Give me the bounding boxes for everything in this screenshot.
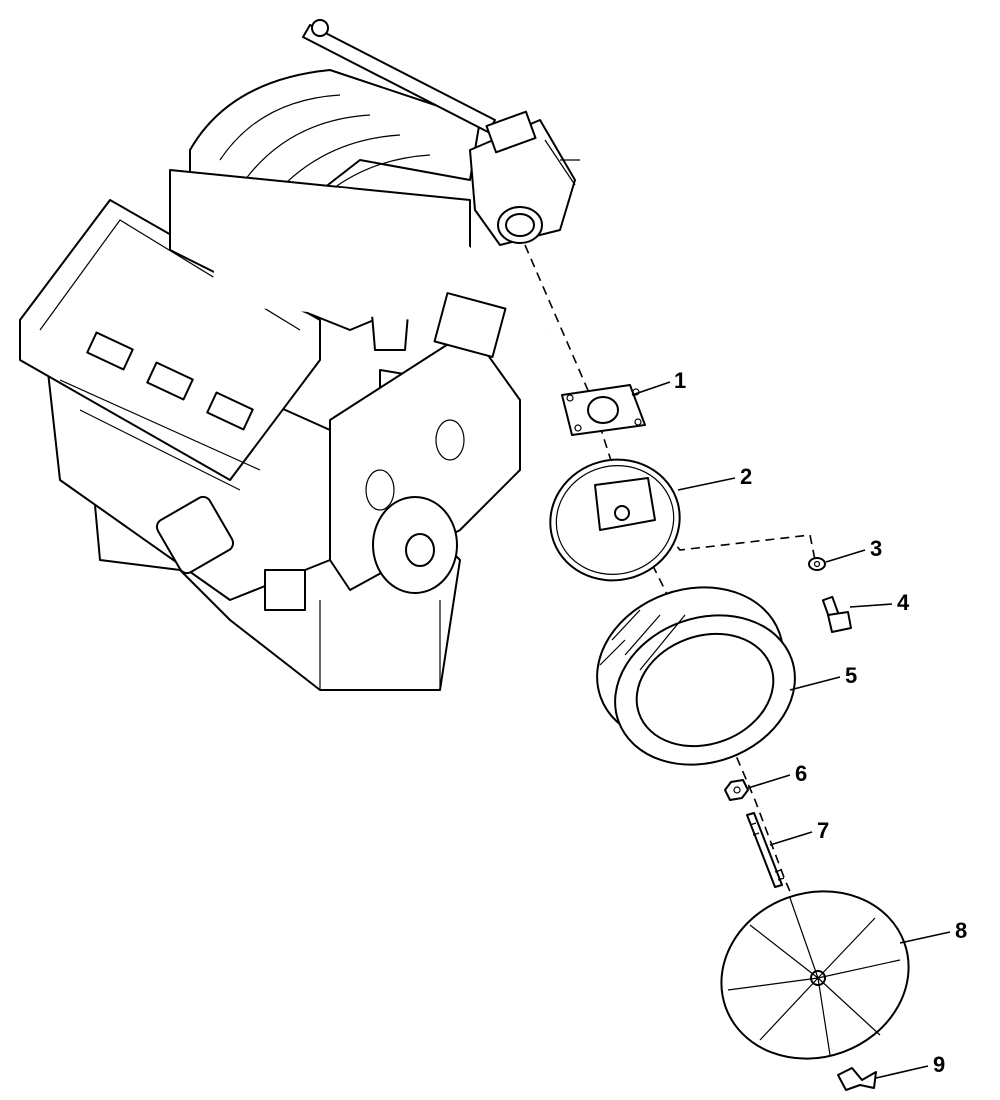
nut-part — [808, 557, 826, 571]
stud-nut — [724, 779, 749, 801]
callout-1: 1 — [674, 368, 686, 393]
air-filter-element — [596, 586, 796, 766]
engine-assembly — [19, 19, 552, 691]
leader-lines — [631, 381, 951, 1079]
callout-3: 3 — [870, 536, 882, 561]
throttle-body-gasket — [561, 384, 646, 436]
callout-6: 6 — [795, 761, 807, 786]
bolt-part — [821, 595, 852, 633]
callout-5: 5 — [845, 663, 857, 688]
callout-9: 9 — [933, 1052, 945, 1077]
callout-8: 8 — [955, 918, 967, 943]
callout-7: 7 — [817, 818, 829, 843]
throttle-body — [469, 110, 580, 246]
air-cleaner-cover — [720, 890, 910, 1060]
air-cleaner-housing — [549, 458, 681, 582]
callout-numbers: 1 2 3 4 5 6 7 8 9 — [674, 368, 967, 1077]
callout-4: 4 — [897, 590, 910, 615]
callout-2: 2 — [740, 464, 752, 489]
wing-nut — [837, 1067, 877, 1091]
stud-part — [746, 812, 785, 888]
